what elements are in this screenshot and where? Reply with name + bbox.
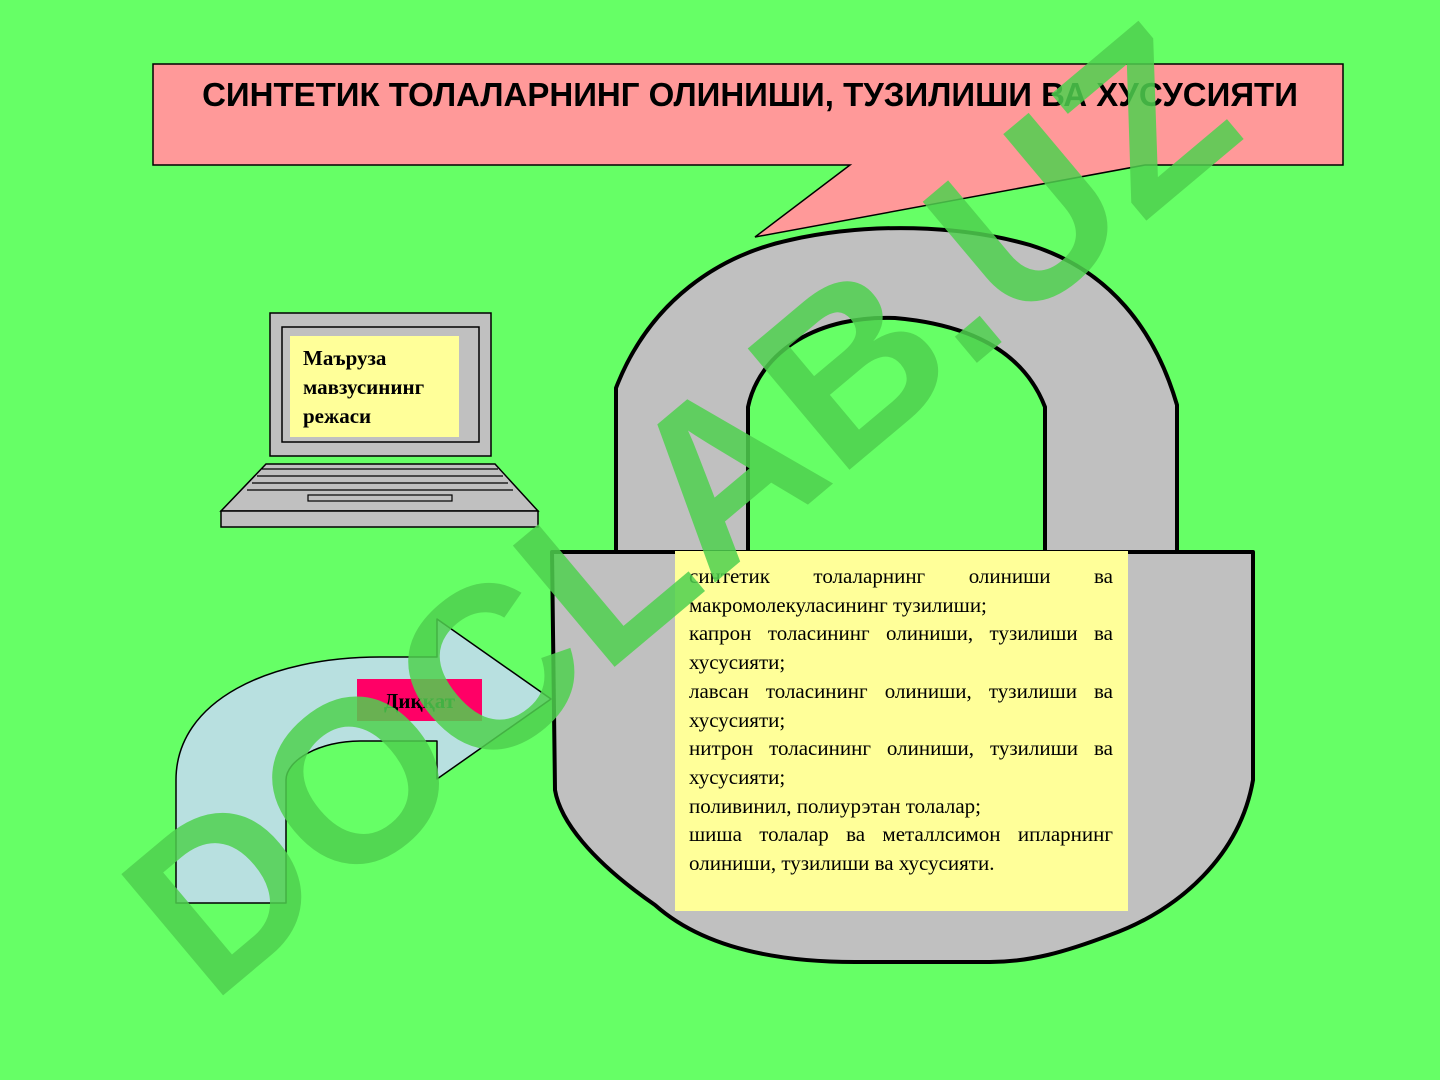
attention-label: Диққат xyxy=(357,679,482,721)
topic-item: нитрон толасининг олиниши, тузилиши ва х… xyxy=(689,736,1113,789)
topic-item: поливинил, полиурэтан толалар; xyxy=(689,793,981,818)
laptop-screen-text: Маъруза мавзусининг режаси xyxy=(303,346,425,428)
laptop-icon xyxy=(219,312,540,528)
topic-item: капрон толасининг олиниши, тузилиши ва х… xyxy=(689,621,1113,675)
topic-item: шиша толалар ва металлсимон ипларнинг ол… xyxy=(689,822,1113,876)
slide-title: СИНТЕТИК ТОЛАЛАРНИНГ ОЛИНИШИ, ТУЗИЛИШИ В… xyxy=(202,76,1298,113)
title-callout xyxy=(152,63,1344,238)
bent-arrow xyxy=(175,618,552,904)
topics-list: синтетик толаларнинг олиниши ва макромол… xyxy=(675,551,1128,911)
padlock-shackle xyxy=(614,226,1179,554)
topic-item: лавсан толасининг олиниши, тузилиши ва х… xyxy=(689,678,1113,732)
topic-item: синтетик толаларнинг олиниши ва макромол… xyxy=(689,564,1113,617)
